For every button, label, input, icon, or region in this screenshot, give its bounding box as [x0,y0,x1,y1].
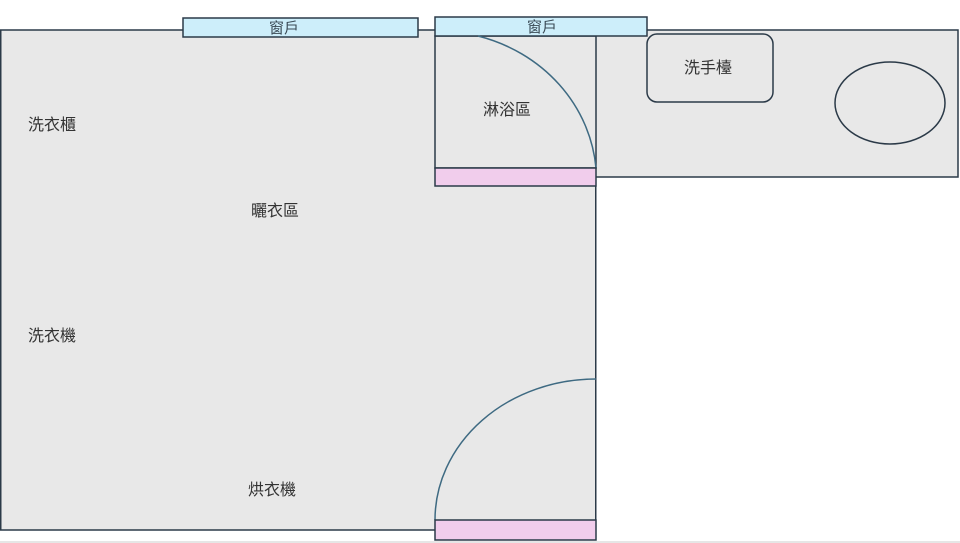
bottom-border [0,541,960,543]
window-left-label: 窗戶 [268,19,300,37]
toilet-icon [834,61,946,145]
laundry-cabinet-label: 洗衣櫃 [27,115,77,134]
entrance-threshold [434,519,597,541]
shower-threshold [434,167,597,187]
sink-cabinet-label: 洗手檯 [683,58,733,77]
window-right-label: 窗戶 [526,18,558,36]
shower-area-label: 淋浴區 [482,100,532,119]
shower-door-swing [477,35,597,169]
washer-label: 洗衣機 [27,326,77,345]
entrance-door-swing [434,378,597,521]
window-right [434,16,648,37]
window-left [182,17,419,38]
sink-cabinet [646,33,774,103]
drying-area-label: 曬衣區 [250,201,300,220]
dryer-label: 烘衣機 [247,480,297,499]
